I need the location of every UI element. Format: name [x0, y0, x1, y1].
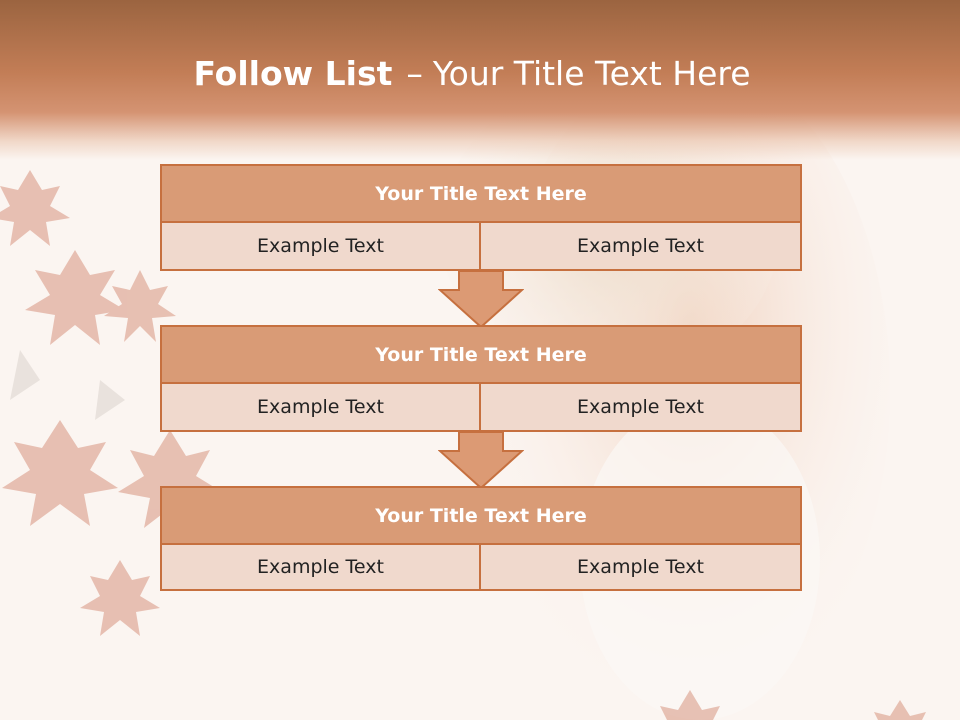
title-rest: Your Title Text Here [432, 54, 751, 93]
header-band [0, 0, 960, 160]
block-title: Your Title Text Here [160, 325, 802, 384]
block-title: Your Title Text Here [160, 164, 802, 223]
block-cell-right: Example Text [479, 382, 802, 432]
block-cell-right: Example Text [479, 543, 802, 591]
maple-leaves [0, 170, 926, 720]
block-cell-left: Example Text [160, 221, 481, 271]
block-cell-right: Example Text [479, 221, 802, 271]
slide-title: Follow List–Your Title Text Here [0, 54, 944, 93]
block-cell-left: Example Text [160, 543, 481, 591]
title-bold: Follow List [193, 54, 393, 93]
title-dash: – [406, 54, 423, 93]
block-title: Your Title Text Here [160, 486, 802, 545]
down-arrow-icon [438, 270, 524, 328]
down-arrow-icon [438, 431, 524, 489]
block-cell-left: Example Text [160, 382, 481, 432]
